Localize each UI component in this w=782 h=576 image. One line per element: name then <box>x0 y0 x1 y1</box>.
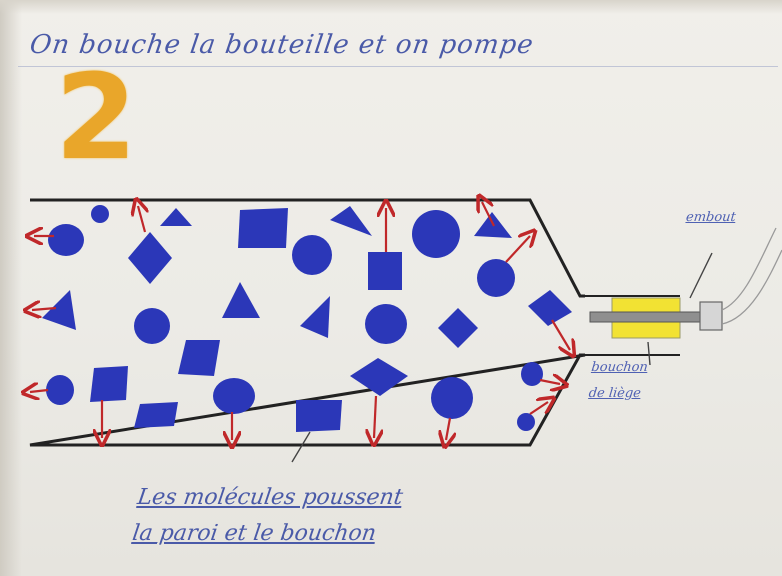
molecule-triangle <box>222 282 260 318</box>
molecule-square <box>368 252 402 290</box>
page-shadow <box>0 0 22 576</box>
arrow <box>374 395 376 438</box>
arrow <box>32 308 57 310</box>
molecule-diamond <box>528 290 572 326</box>
valve-tip <box>699 301 723 331</box>
molecule-circle <box>477 259 515 297</box>
molecule-circle <box>213 378 255 414</box>
valve-pointer <box>689 252 713 299</box>
molecule-diamond <box>350 358 408 396</box>
molecule-diamond <box>438 308 478 348</box>
arrow <box>539 380 560 384</box>
pump-hose <box>721 227 782 325</box>
arrow <box>551 319 570 350</box>
molecule-circle <box>46 375 74 405</box>
stopper-label-line2: de liège <box>587 386 642 401</box>
stopper-label-line1: bouchon <box>590 360 649 375</box>
molecule-circle <box>292 235 332 275</box>
arrow <box>482 202 495 227</box>
molecule-circle <box>521 362 543 386</box>
molecule-square <box>134 402 178 428</box>
caption-pointer <box>291 431 311 463</box>
molecule-triangle <box>300 296 330 338</box>
arrow <box>138 206 145 233</box>
molecule-diamond <box>128 232 172 284</box>
caption: Les molécules poussent la paroi et le bo… <box>130 480 405 552</box>
arrow <box>446 417 450 440</box>
arrow <box>505 236 530 263</box>
stopper-label: bouchon de liège <box>587 355 649 407</box>
stopper-tube <box>589 311 701 323</box>
molecule-square <box>238 208 288 248</box>
caption-line1: Les molécules poussent <box>135 485 405 510</box>
arrow <box>529 402 548 415</box>
molecule-circle <box>431 377 473 419</box>
molecule-square <box>178 340 220 376</box>
molecule-square <box>296 400 342 432</box>
title-ruled-line <box>18 66 778 67</box>
page-edge <box>0 0 782 14</box>
molecule-circle <box>517 413 535 431</box>
valve-label: embout <box>685 210 737 225</box>
caption-line2: la paroi et le bouchon <box>130 521 378 546</box>
stopper-pointer <box>647 341 651 366</box>
molecule-circle <box>412 210 460 258</box>
molecules <box>42 205 572 432</box>
step-number: 2 <box>55 48 138 186</box>
molecule-circle <box>48 224 84 256</box>
molecule-circle <box>365 304 407 344</box>
molecule-square <box>90 366 128 402</box>
molecule-circle <box>91 205 109 223</box>
molecule-triangle <box>160 208 192 226</box>
molecule-triangle <box>42 290 76 330</box>
arrow <box>30 390 49 392</box>
molecule-triangle <box>330 206 372 236</box>
pressure-arrows <box>30 202 570 440</box>
molecule-circle <box>134 308 170 344</box>
